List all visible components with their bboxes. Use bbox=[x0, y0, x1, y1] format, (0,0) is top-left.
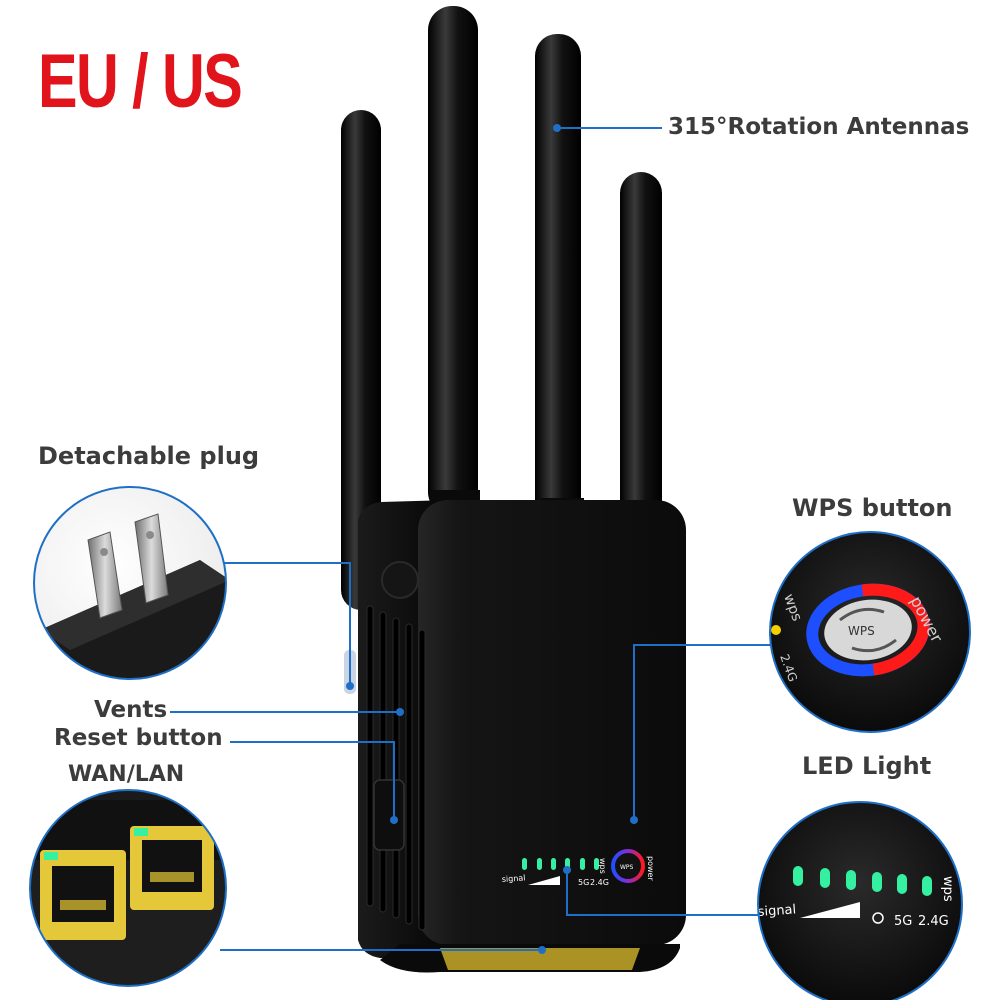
antenna-2 bbox=[428, 6, 478, 516]
wan-lan-port-glow bbox=[440, 948, 640, 970]
led-24g-text: 2.4G bbox=[918, 914, 949, 929]
ethernet-port-right bbox=[130, 826, 214, 910]
antenna-1 bbox=[341, 110, 381, 610]
device-power-text: power bbox=[646, 856, 655, 881]
led-indicator-row bbox=[793, 866, 932, 896]
device-signal-text: signal bbox=[502, 873, 526, 884]
region-title: EU / US bbox=[38, 39, 243, 124]
router-front-panel bbox=[418, 500, 686, 945]
callout-lines bbox=[170, 127, 775, 951]
wan-lan-inset bbox=[29, 789, 227, 987]
plug-inset bbox=[33, 486, 227, 680]
led-signal-wedge bbox=[800, 902, 860, 918]
device-wps-ring[interactable] bbox=[611, 849, 645, 883]
callout-dots bbox=[346, 124, 638, 954]
device-wps-text: wps bbox=[598, 858, 607, 874]
antenna-3 bbox=[535, 34, 581, 524]
label-antennas: 315°Rotation Antennas bbox=[668, 114, 970, 140]
device-24g-text: 2.4G bbox=[590, 878, 609, 887]
device-wps-center: WPS bbox=[620, 864, 634, 871]
plug-prong-right bbox=[134, 513, 169, 604]
device-led-row bbox=[522, 858, 599, 870]
device-5g-text: 5G bbox=[578, 878, 589, 887]
antenna-hinge bbox=[381, 561, 419, 599]
label-led-light: LED Light bbox=[802, 752, 932, 780]
label-vents: Vents bbox=[94, 697, 168, 723]
led-signal-text: signal bbox=[757, 902, 796, 920]
led-5g-text: 5G bbox=[894, 914, 912, 929]
reset-button[interactable] bbox=[373, 779, 405, 851]
side-vents bbox=[366, 605, 426, 931]
label-reset-button: Reset button bbox=[54, 725, 223, 751]
wps-inset-center-text: WPS bbox=[848, 624, 875, 638]
router-body: signal 5G 2.4G wps power WPS bbox=[344, 500, 686, 973]
plug-prong-left bbox=[87, 531, 123, 619]
led-wps-text: wps bbox=[940, 876, 955, 902]
device-signal-wedge bbox=[528, 876, 560, 885]
label-wan-lan: WAN/LAN bbox=[68, 762, 185, 787]
label-wps-button: WPS button bbox=[792, 494, 953, 522]
label-detachable-plug: Detachable plug bbox=[38, 442, 260, 470]
led-inset: signal 5G 2.4G wps bbox=[757, 801, 963, 1000]
wps-inset: WPS power wps 2.4G bbox=[769, 531, 971, 733]
ethernet-port-left bbox=[40, 850, 126, 940]
